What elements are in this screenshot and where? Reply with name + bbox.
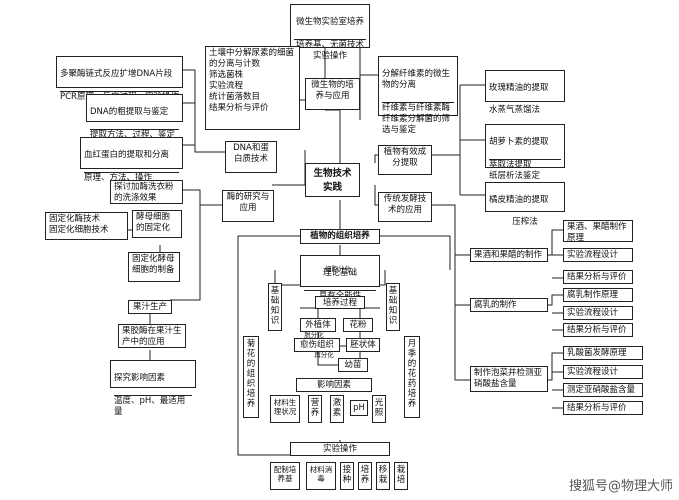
rediff-label: 再分化 xyxy=(314,351,334,359)
chrysanthemum-box: 菊花的组织培养 xyxy=(243,336,259,418)
yeast-fix-box: 酵母细胞的固定化 xyxy=(132,210,182,238)
cellulose-title: 分解纤维素的微生物的分离 xyxy=(382,69,451,90)
factors-title: 探究影响因素 xyxy=(114,373,166,383)
lab-culture-title: 微生物实验室培养 xyxy=(295,17,364,27)
pickle-box: 制作泡菜并检测亚硝酸盐含量 xyxy=(470,366,548,392)
sufu-item-0: 腐乳制作原理 xyxy=(563,288,633,302)
process-box: 培养过程 xyxy=(315,296,365,309)
lab-culture-items: 培养基、无菌技术 实验操作 xyxy=(294,39,366,61)
influence-item-2: 激素 xyxy=(330,395,344,423)
influence-item-3: pH xyxy=(350,400,368,416)
rose-oil-method: 水蒸气蒸馏法 xyxy=(489,105,541,115)
influence-item-4: 光照 xyxy=(372,395,386,423)
carotene-title: 胡萝卜素的提取 xyxy=(489,137,549,147)
sufu-item-1: 实验流程设计 xyxy=(563,306,633,320)
sufu-item-2: 结果分析与评价 xyxy=(563,323,633,337)
cellulose-box: 分解纤维素的微生物的分离 纤维素与纤维素酶 纤维素分解菌的筛选与鉴定 xyxy=(378,56,458,135)
seedling-box: 幼苗 xyxy=(338,358,368,372)
influence-item-1: 营养 xyxy=(308,395,322,423)
orange-oil-title: 橘皮精油的提取 xyxy=(489,195,549,205)
cellulose-items: 纤维素与纤维素酶 纤维素分解菌的筛选与鉴定 xyxy=(382,102,454,136)
wine-item-1: 实验流程设计 xyxy=(563,248,633,262)
soil-bacteria-box: 土壤中分解尿素的细菌的分离与计数 筛选菌株 实验流程 统计菌落数目 结果分析与评… xyxy=(205,46,300,130)
sufu-box: 腐乳的制作 xyxy=(470,298,548,312)
basic-knowledge-left: 基础知识 xyxy=(268,283,282,331)
operation-item-3: 培养 xyxy=(358,462,372,490)
theory-title: 理论基础 xyxy=(322,268,357,278)
wine-item-2: 结果分析与评价 xyxy=(563,270,633,284)
pectinase-box: 果胶酶在果汁生产中的应用 xyxy=(118,324,186,348)
pcr-title: 多聚酶链式反应扩增DNA片段 xyxy=(60,69,173,79)
enzyme-box: 酶的研究与应用 xyxy=(222,190,274,222)
pickle-item-2: 测定亚硝酸盐含量 xyxy=(563,383,643,397)
orange-oil-box: 橘皮精油的提取 压榨法 xyxy=(485,182,565,227)
wine-item-0: 果酒、果醋制作原理 xyxy=(563,220,633,243)
rose-oil-box: 玫瑰精油的提取 水蒸气蒸馏法 xyxy=(485,70,565,115)
dna-extract-title: DNA的粗提取与鉴定 xyxy=(90,107,169,117)
hemoglobin-items: 原理、方法、操作 xyxy=(84,172,179,184)
lab-culture-box: 微生物实验室培养 培养基、无菌技术 实验操作 xyxy=(290,4,370,61)
operation-title: 实验操作 xyxy=(290,442,390,456)
explant-box: 外植体 xyxy=(300,318,336,332)
pollen-box: 花粉 xyxy=(343,318,373,332)
wine-box: 果酒和果醋的制作 xyxy=(470,248,548,262)
moon-rose-box: 月季的花药培养 xyxy=(404,336,420,418)
immobilization-box: 固定化酶技术 固定化细胞技术 xyxy=(45,212,128,240)
factors-items: 温度、pH、最适用量 xyxy=(114,395,192,418)
influence-item-0: 材料生理状况 xyxy=(270,395,300,423)
callus-box: 愈伤组织 xyxy=(294,338,340,352)
carotene-box: 胡萝卜素的提取 萃取法提取 纸层析法鉴定 xyxy=(485,124,565,181)
hemoglobin-box: 血红蛋白的提取和分离 原理、方法、操作 xyxy=(80,137,183,183)
dna-extract-box: DNA的粗提取与鉴定 提取方法、过程、鉴定 xyxy=(86,94,183,140)
pickle-item-1: 实验流程设计 xyxy=(563,365,643,379)
basic-knowledge-right: 基础知识 xyxy=(386,283,400,331)
factors-box: 探究影响因素 温度、pH、最适用量 xyxy=(110,360,196,417)
operation-item-0: 配制培养基 xyxy=(270,462,300,490)
influence-title: 影响因素 xyxy=(296,378,372,392)
dediff-label: 脱分化 xyxy=(304,331,324,339)
operation-item-5: 栽培 xyxy=(394,462,408,490)
operation-item-1: 材料消毒 xyxy=(306,462,336,490)
carotene-methods: 萃取法提取 纸层析法鉴定 xyxy=(489,159,561,182)
orange-oil-method: 压榨法 xyxy=(512,217,538,227)
cell-diff-label: 细胞分化 xyxy=(325,265,351,273)
hemoglobin-title: 血红蛋白的提取和分离 xyxy=(84,150,170,160)
operation-item-4: 移栽 xyxy=(376,462,390,490)
pcr-box: 多聚酶链式反应扩增DNA片段 PCR原理、反应过程、实验操作 xyxy=(56,56,183,102)
microbe-culture-box: 微生物的培养与应用 xyxy=(305,78,360,110)
rose-oil-title: 玫瑰精油的提取 xyxy=(489,83,549,93)
dna-protein-box: DNA和蛋白质技术 xyxy=(225,141,277,173)
operation-item-2: 接种 xyxy=(340,462,354,490)
root-node: 生物技术实践 xyxy=(305,163,360,197)
tissue-culture-title: 植物的组织培养 xyxy=(300,229,380,244)
embryoid-box: 胚状体 xyxy=(346,338,380,352)
juice-box: 果汁生产 xyxy=(128,300,172,314)
watermark: 搜狐号@物理大师 xyxy=(568,479,673,494)
washing-box: 探讨加酶洗衣粉的洗涤效果 xyxy=(110,180,183,204)
plant-extraction-box: 植物有效成分提取 xyxy=(378,145,432,175)
pickle-item-0: 乳酸菌发酵原理 xyxy=(563,346,643,360)
dna-extract-items: 提取方法、过程、鉴定 xyxy=(90,129,179,141)
yeast-make-box: 固定化酵母细胞的制备 xyxy=(128,252,180,282)
ferment-box: 传统发酵技术的应用 xyxy=(378,192,432,222)
pickle-item-3: 结果分析与评价 xyxy=(563,401,643,415)
